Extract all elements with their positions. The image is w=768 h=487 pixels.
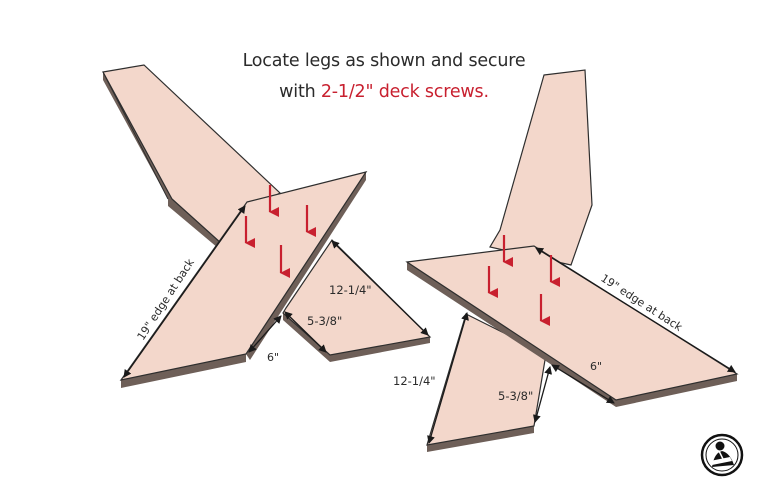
screw-spec-highlight: 2-1/2" deck screws. (320, 82, 489, 102)
right-leg-length-label: 12-1/4" (393, 374, 436, 388)
right-front-width-label: 6" (590, 360, 602, 373)
left-front-width-label: 6" (267, 351, 279, 364)
instruction-line-1: Locate legs as shown and secure (242, 51, 526, 71)
left-dimension-lines (123, 205, 429, 378)
woodworker-logo-icon (700, 433, 744, 477)
left-leg-length-label: 12-1/4" (329, 283, 372, 297)
right-dimension-lines (427, 247, 736, 444)
right-assembly: 19" edge at back 6" 12-1/4" 5-3/8" (393, 69, 739, 452)
right-screw-arrows (487, 235, 560, 326)
instruction-line-2: with 2-1/2" deck screws. (0, 82, 768, 102)
left-assembly: 19" edge at back 6" 12-1/4" 5-3/8" (102, 64, 432, 388)
left-screw-arrows (244, 185, 316, 278)
instruction-line-2-prefix: with (279, 82, 321, 102)
right-leg-width-label: 5-3/8" (498, 389, 533, 403)
left-leg-width-label: 5-3/8" (307, 314, 342, 328)
